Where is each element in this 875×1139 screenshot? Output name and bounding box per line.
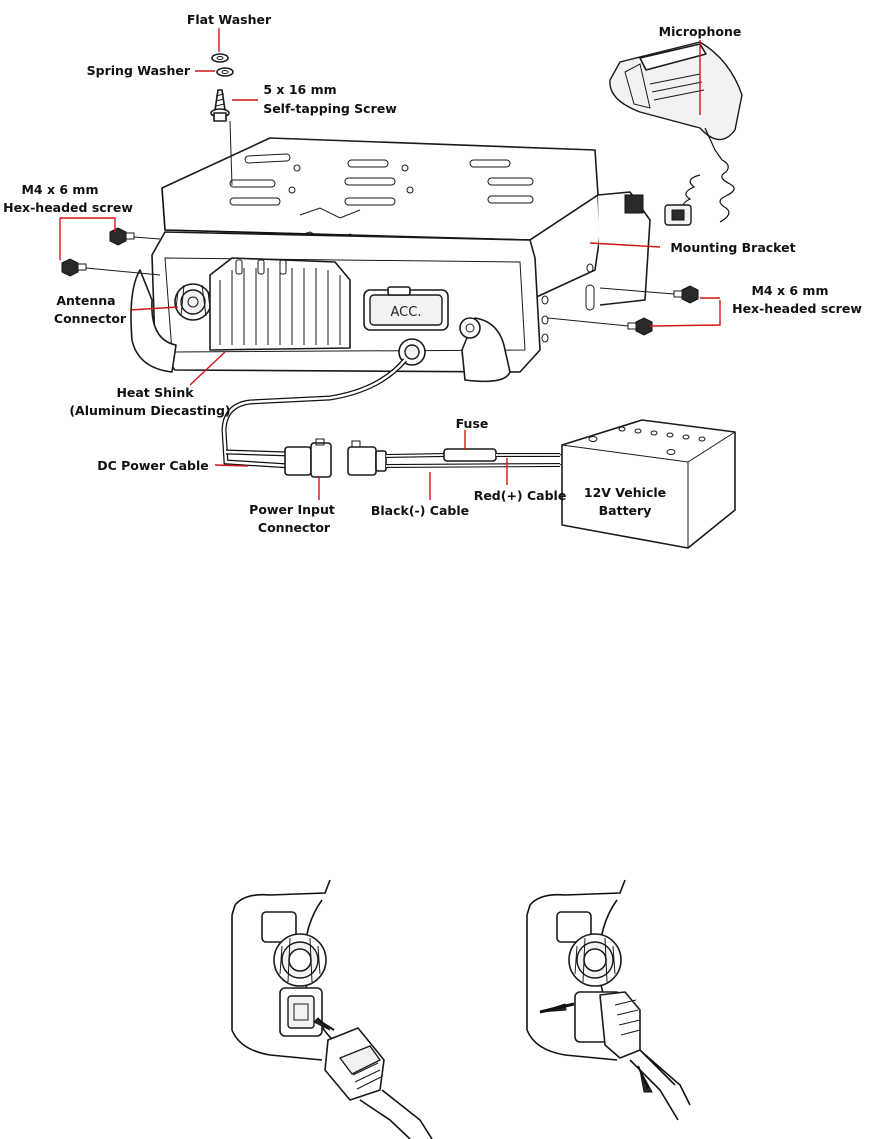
fuse-label: Fuse <box>456 416 489 431</box>
fuse-part <box>444 449 496 461</box>
battery-label-line1: 12V Vehicle <box>584 485 666 500</box>
m4-left-size-label: M4 x 6 mm <box>21 182 98 197</box>
heat-sink-label-line1: Heat Shink <box>116 385 194 400</box>
hex-screw-left-bottom <box>62 259 86 276</box>
connector-insertion-left <box>232 880 432 1139</box>
heat-sink-label-line2: (Aluminum Diecasting) <box>69 403 230 418</box>
connector-inserted-right <box>527 880 690 1120</box>
antenna-label-line2: Connector <box>54 311 127 326</box>
screw-size-label: 5 x 16 mm <box>263 82 336 97</box>
power-input-label-line2: Connector <box>258 520 331 535</box>
hex-screw-right-top <box>674 286 698 303</box>
dc-power-cable-label: DC Power Cable <box>97 458 209 473</box>
mounting-bracket-label: Mounting Bracket <box>670 240 795 255</box>
m4-right-type-label: Hex-headed screw <box>732 301 862 316</box>
m4-left-type-label: Hex-headed screw <box>3 200 133 215</box>
spring-washer-part <box>217 68 233 76</box>
spring-washer-label: Spring Washer <box>87 63 191 78</box>
microphone-label: Microphone <box>659 24 742 39</box>
m4-right-size-label: M4 x 6 mm <box>751 283 828 298</box>
battery-label-line2: Battery <box>599 503 652 518</box>
self-tapping-screw-label: Self-tapping Screw <box>263 101 397 116</box>
hex-screw-right-bottom <box>628 318 652 335</box>
power-input-connector-part <box>285 439 386 477</box>
hex-screw-left-top <box>110 228 134 245</box>
heat-sink-part <box>210 258 350 350</box>
acc-label: ACC. <box>391 305 422 320</box>
antenna-label-line1: Antenna <box>56 293 115 308</box>
self-tapping-screw-part <box>211 90 229 121</box>
flat-washer-part <box>212 54 228 62</box>
black-cable-label: Black(-) Cable <box>371 503 469 518</box>
power-input-label-line1: Power Input <box>249 502 335 517</box>
battery-part: 12V Vehicle Battery <box>562 420 735 548</box>
red-cable-label: Red(+) Cable <box>474 488 567 503</box>
flat-washer-label: Flat Washer <box>187 12 272 27</box>
antenna-connector-part <box>175 284 211 320</box>
